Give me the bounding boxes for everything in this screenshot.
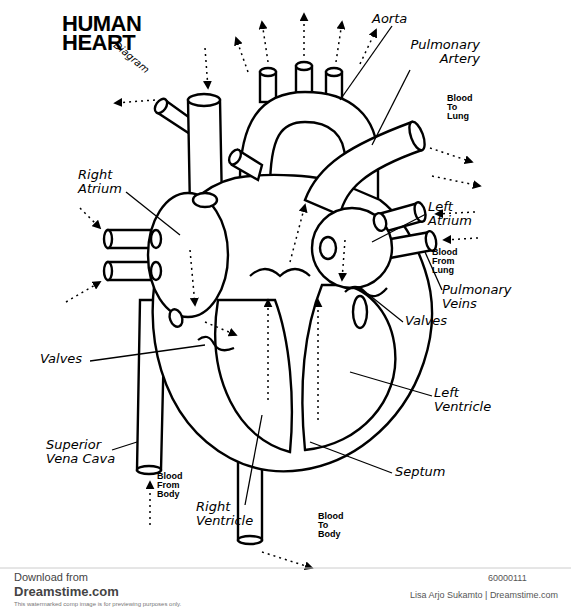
heart-drawing — [104, 62, 438, 544]
part-label: Valves — [405, 314, 447, 328]
valve-symbol — [198, 337, 234, 350]
vessel-opening — [238, 536, 262, 544]
leader-line — [310, 442, 392, 473]
vessel-opening — [320, 237, 336, 259]
leader-line — [372, 214, 426, 242]
part-label: Superior Vena Cava — [46, 438, 128, 465]
flow-arrow — [303, 14, 305, 56]
valve-symbol — [345, 287, 387, 296]
leader-line — [126, 192, 180, 235]
flow-note: Blood From Lung — [432, 248, 466, 275]
leader-line — [350, 372, 432, 396]
part-label: Aorta — [372, 12, 407, 26]
flow-note: Blood From Body — [157, 472, 191, 499]
leader-line — [112, 442, 137, 450]
leader-line — [340, 26, 392, 100]
vessel-opening — [296, 62, 312, 70]
flow-arrow — [267, 300, 269, 400]
vessel-opening — [372, 212, 388, 232]
vessel-opening — [104, 262, 112, 280]
part-label: Left Ventricle — [434, 386, 508, 413]
right-atrium — [148, 193, 228, 317]
flow-note: Blood To Body — [318, 512, 352, 539]
vessel-opening — [104, 230, 112, 248]
flow-arrow — [342, 240, 345, 280]
flow-arrow — [236, 38, 248, 72]
flow-arrow — [360, 30, 376, 64]
flow-arrow — [205, 322, 236, 335]
vessel-opening — [193, 193, 217, 207]
leader-line — [372, 70, 410, 145]
leader-line — [245, 415, 262, 505]
flow-arrow — [190, 250, 195, 305]
image-number: 60000111 — [488, 574, 527, 583]
leader-line — [368, 294, 403, 322]
part-label: Valves — [40, 352, 82, 366]
flow-arrow — [430, 148, 472, 162]
watermark: This watermarked comp image is for previ… — [14, 601, 181, 607]
flow-arrow — [444, 238, 478, 240]
left-ventricle — [302, 285, 395, 450]
valve-symbol — [250, 269, 310, 276]
flow-arrow — [115, 100, 155, 103]
part-label: Pulmonary Artery — [396, 38, 480, 65]
flow-arrow — [317, 300, 319, 420]
vessel-opening — [260, 68, 276, 76]
flow-arrow — [432, 176, 480, 186]
flow-arrow — [149, 482, 151, 525]
vessel-opening — [326, 68, 342, 76]
pulmonary-artery — [305, 122, 422, 215]
flow-arrow — [262, 22, 268, 62]
vessel-opening — [188, 94, 220, 106]
leader-lines — [90, 26, 442, 505]
flow-arrow — [205, 48, 208, 88]
part-label: Right Atrium — [78, 168, 134, 195]
vessel-opening — [227, 148, 244, 167]
left-atrium — [312, 208, 392, 288]
part-label: Septum — [395, 465, 446, 479]
part-label: Left Atrium — [428, 200, 484, 227]
flow-arrow — [290, 205, 305, 262]
vessel-opening — [167, 307, 184, 328]
flow-arrow — [336, 22, 342, 62]
flow-arrows — [66, 14, 480, 568]
watermark-rule — [0, 568, 571, 569]
flow-arrow — [262, 552, 312, 568]
flow-arrow — [66, 282, 100, 302]
leader-line — [90, 345, 205, 361]
part-label: Right Ventricle — [196, 500, 270, 527]
flow-note: Blood To Lung — [447, 94, 481, 121]
flow-arrow — [80, 208, 100, 228]
vessel-opening — [151, 262, 161, 280]
watermark: Dreamstime.com — [14, 585, 119, 599]
watermark: Lisa Arjo Sukamto | Dreamstime.com — [410, 591, 558, 600]
right-ventricle — [215, 300, 292, 452]
vessel-opening — [151, 230, 161, 248]
valve-flap — [353, 296, 367, 328]
watermark: Download from — [14, 572, 88, 584]
part-label: Pulmonary Veins — [442, 283, 526, 310]
vessel-opening — [406, 120, 428, 152]
